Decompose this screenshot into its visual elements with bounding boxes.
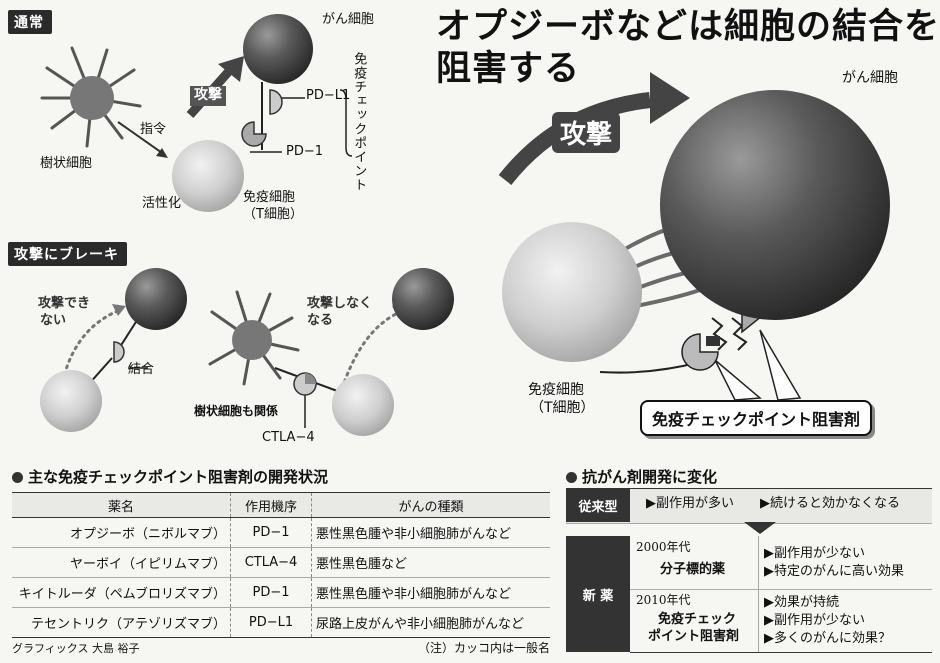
callout-checkpoint-inhibitor: 免疫チェックポイント阻害剤 xyxy=(640,400,873,436)
label-attack-normal: 攻撃 xyxy=(190,86,226,106)
label-stop-attack-2: なる xyxy=(307,313,334,328)
headline-line1: オプジーボなどは細胞の結合を xyxy=(436,7,940,47)
table-row: テセントリク（アテゾリズマブ） PD−L1 尿路上皮がんや非小細胞肺がんなど xyxy=(12,607,550,638)
table-note: （注）カッコ内は一般名 xyxy=(418,641,551,655)
drug-name: テセントリク（アテゾリズマブ） xyxy=(12,607,231,638)
label-ctla4: CTLA−4 xyxy=(262,430,315,445)
section-tag-normal: 通常 xyxy=(8,10,52,34)
section-tag-brake: 攻撃にブレーキ xyxy=(8,242,127,266)
table-row: キイトルーダ（ペムブロリズマブ） PD−1 悪性黒色腫や非小細胞肺がんなど xyxy=(12,577,550,608)
drug-name: キイトルーダ（ペムブロリズマブ） xyxy=(12,577,231,608)
drug-mechanism: CTLA−4 xyxy=(230,547,312,578)
drug-name: オプジーボ（ニボルマブ） xyxy=(12,517,231,548)
label-immune-cell-t-large: （T細胞） xyxy=(530,400,595,416)
cancer-cell-normal xyxy=(243,14,313,84)
header-drug-name: 薬名 xyxy=(12,492,231,518)
conventional-label: 従来型 xyxy=(566,489,630,522)
drug-mechanism: PD−1 xyxy=(230,577,312,608)
row-divider xyxy=(630,589,932,590)
gen2010-name-2: ポイント阻害剤 xyxy=(648,629,740,644)
drug-cancer-type: 悪性黒色腫や非小細胞肺がんなど xyxy=(311,577,550,608)
drug-table: 薬名 作用機序 がんの種類 オプジーボ（ニボルマブ） PD−1 悪性黒色腫や非小… xyxy=(12,492,550,638)
table-row: オプジーボ（ニボルマブ） PD−1 悪性黒色腫や非小細胞肺がんなど xyxy=(12,517,550,548)
label-attack-large: 攻撃 xyxy=(552,112,621,153)
bullet-icon xyxy=(566,472,577,483)
gen2000-year: 2000年代 xyxy=(636,540,691,554)
label-checkpoint-vertical: 免疫チェックポイント xyxy=(351,52,367,192)
drug-cancer-type: 悪性黒色腫など xyxy=(311,547,550,578)
new-drug-label: 新 薬 xyxy=(566,536,630,652)
table-row: ヤーボイ（イピリムマブ） CTLA−4 悪性黒色腫など xyxy=(12,547,550,578)
label-cancer-cell-large: がん細胞 xyxy=(842,70,898,86)
immune-cell-normal xyxy=(172,140,244,212)
immune-cell-brake-1 xyxy=(40,370,102,432)
bullet-icon xyxy=(12,472,23,483)
label-cannot-attack-2: ない xyxy=(40,313,67,328)
header-cancer-type: がんの種類 xyxy=(311,492,550,518)
gen2000-name: 分子標的薬 xyxy=(660,562,726,577)
drug-cancer-type: 尿路上皮がんや非小細胞肺がんなど xyxy=(311,607,550,638)
drug-name: ヤーボイ（イピリムマブ） xyxy=(12,547,231,578)
gen2010-item: ▶多くのがんに効果？ xyxy=(764,631,891,646)
gen2010-item: ▶効果が持続 xyxy=(764,595,839,610)
label-pd-l1: PD−L1 xyxy=(306,88,351,103)
label-cancer-cell: がん細胞 xyxy=(322,12,375,27)
label-dendritic: 樹状細胞 xyxy=(40,156,93,171)
new-drug-rows xyxy=(630,536,932,653)
label-immune-cell-t: （T細胞） xyxy=(243,207,303,222)
cancer-cell-brake-2 xyxy=(392,268,454,330)
gen2010-item: ▶副作用が少ない xyxy=(764,613,865,628)
gen2010-year: 2010年代 xyxy=(636,593,691,607)
label-immune-cell-large: 免疫細胞 xyxy=(528,382,584,398)
label-command: 指令 xyxy=(140,122,167,137)
conventional-item: ▶副作用が多い xyxy=(646,496,734,511)
col-divider xyxy=(758,536,759,652)
table-header-row: 薬名 作用機序 がんの種類 xyxy=(12,492,550,518)
gen2010-name-1: 免疫チェック xyxy=(658,612,737,627)
dendritic-cell-brake-icon xyxy=(208,290,300,386)
drug-table-title: 主な免疫チェックポイント阻害剤の開発状況 xyxy=(12,466,328,487)
immune-cell-large xyxy=(502,222,642,362)
conventional-item: ▶続けると効かなくなる xyxy=(760,496,900,511)
cancer-cell-large xyxy=(660,90,890,320)
change-panel-title: 抗がん剤開発に変化 xyxy=(566,466,717,487)
dendritic-cell-icon xyxy=(40,46,142,148)
gen2000-item: ▶副作用が少ない xyxy=(764,546,865,561)
label-stop-attack-1: 攻撃しなく xyxy=(307,296,373,311)
drug-cancer-type: 悪性黒色腫や非小細胞肺がんなど xyxy=(311,517,550,548)
pd-l1-shape xyxy=(269,89,283,115)
header-mechanism: 作用機序 xyxy=(230,492,312,518)
label-dendritic-related: 樹状細胞も関係 xyxy=(194,404,279,418)
immune-cell-brake-2 xyxy=(332,374,394,436)
cancer-cell-brake-1 xyxy=(125,268,187,330)
gen2000-item: ▶特定のがんに高い効果 xyxy=(764,564,904,579)
headline-line2: 阻害する xyxy=(436,49,581,89)
label-activate: 活性化 xyxy=(142,196,182,211)
pd-1-shape xyxy=(241,121,267,147)
label-pd-1: PD−1 xyxy=(286,144,324,159)
credit: グラフィックス 大島 裕子 xyxy=(12,642,140,655)
drug-mechanism: PD−L1 xyxy=(230,607,312,638)
drug-mechanism: PD−1 xyxy=(230,517,312,548)
label-bind: 結合 xyxy=(128,362,155,377)
label-cannot-attack-1: 攻撃でき xyxy=(38,296,91,311)
label-immune-cell: 免疫細胞 xyxy=(243,190,296,205)
